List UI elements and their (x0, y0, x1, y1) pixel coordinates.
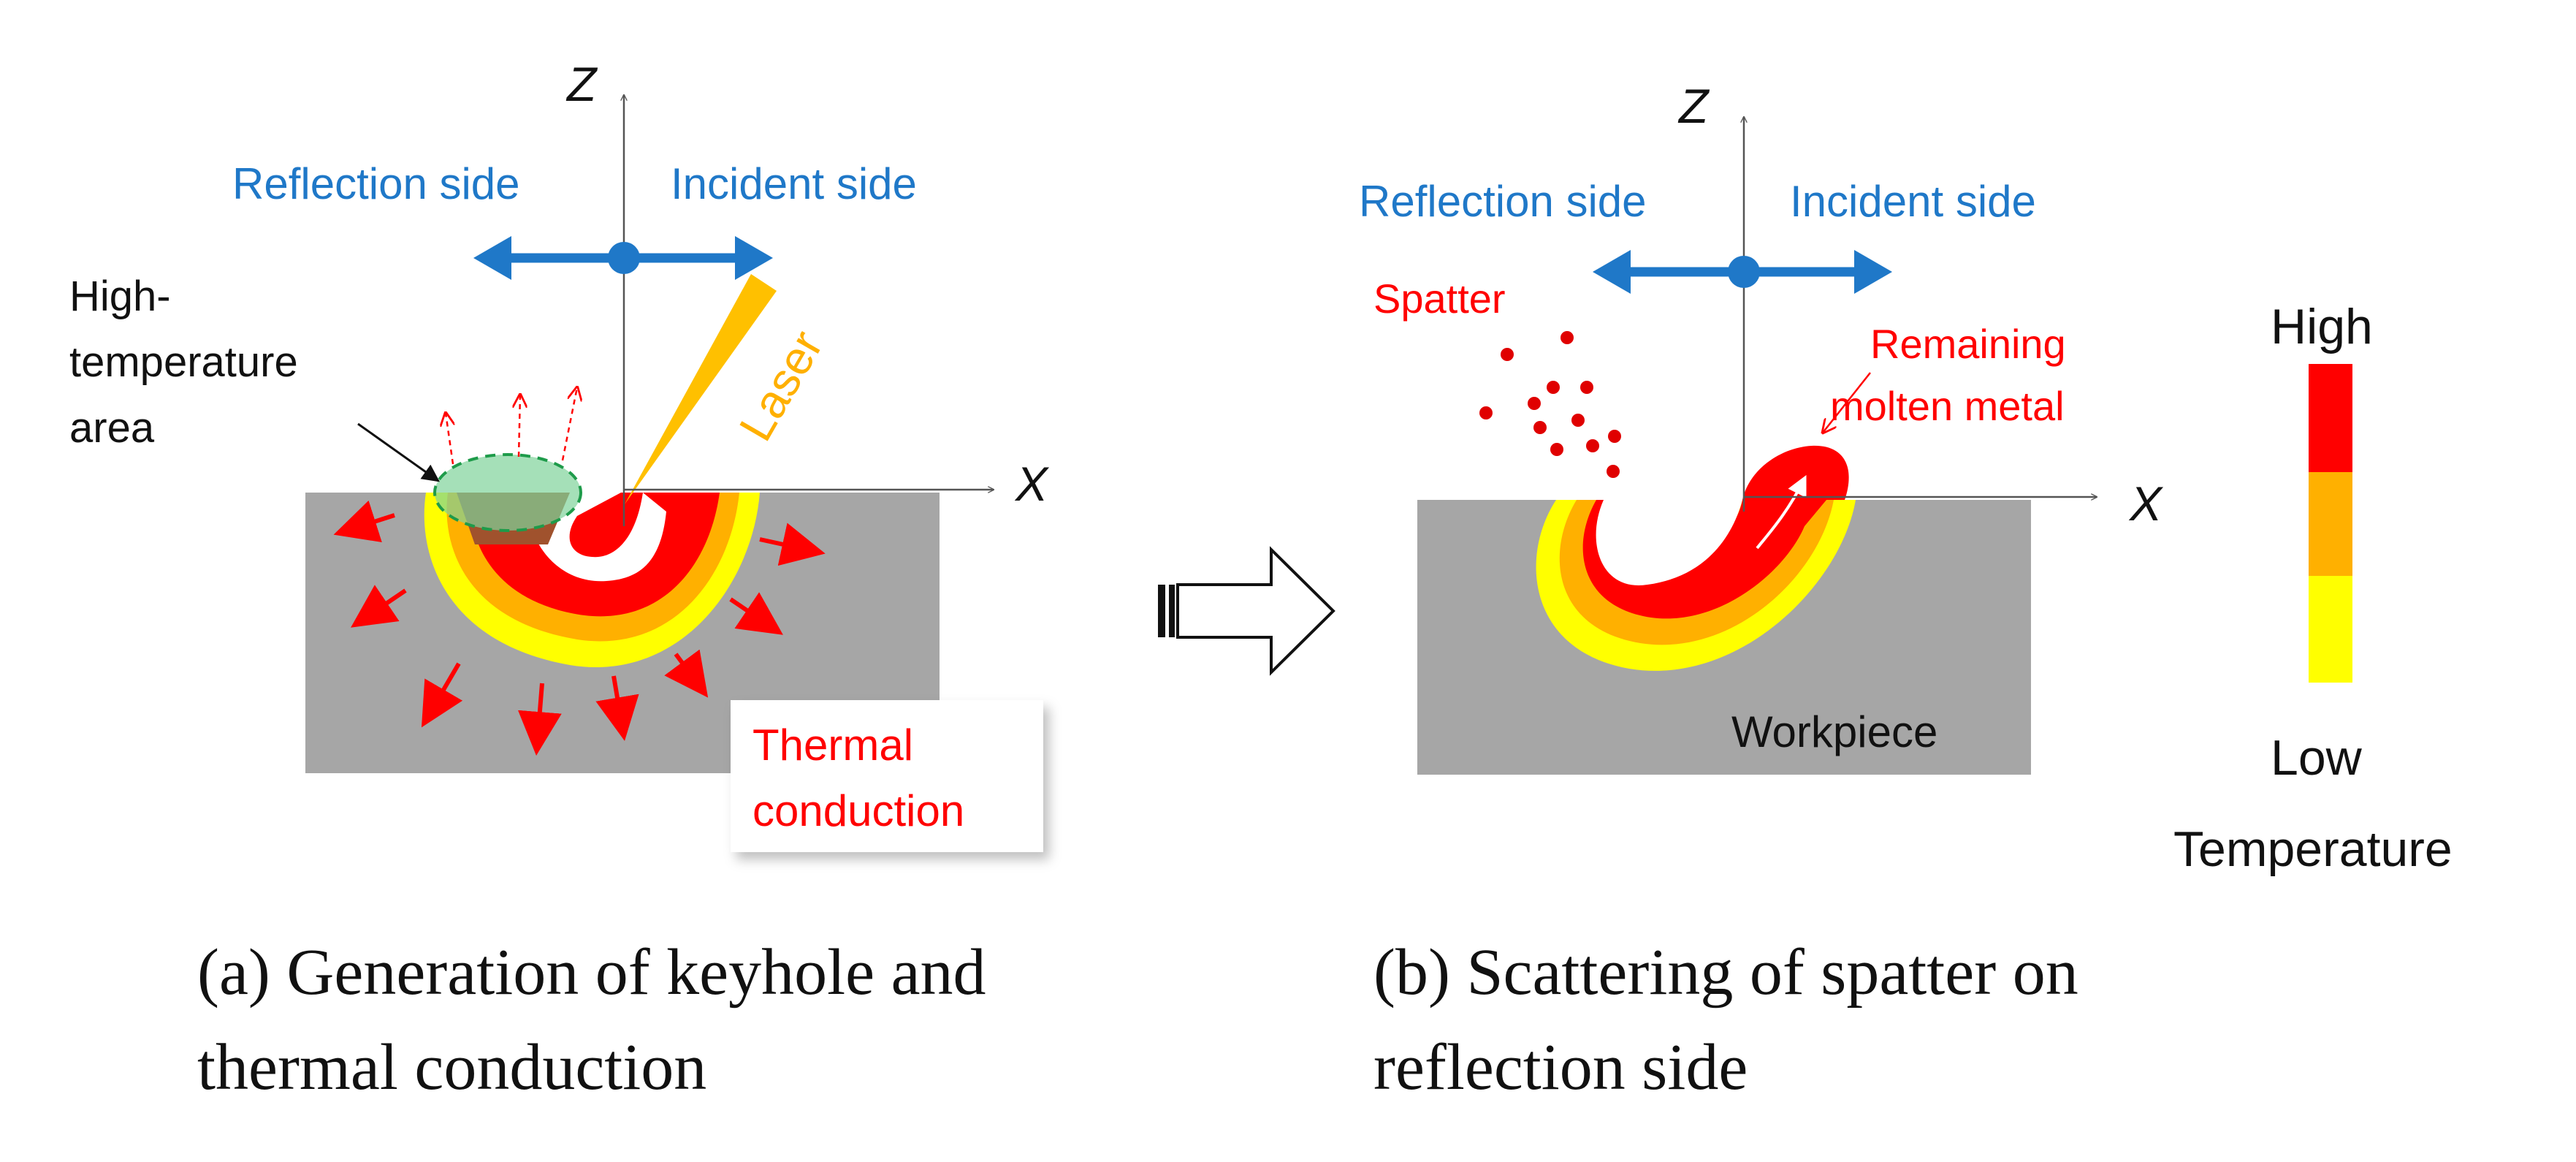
side-arrow-left-head-b (1593, 250, 1631, 294)
incident-side-label-a: Incident side (671, 159, 917, 208)
spatter-droplets (1479, 331, 1621, 478)
legend-hot-swatch (2309, 364, 2352, 472)
workpiece-label: Workpiece (1731, 707, 1937, 756)
side-arrow-left-head-a (473, 236, 511, 280)
caption-b: (b) Scattering of spatter on reflection … (1373, 936, 2095, 1104)
block-arrow-icon (1176, 546, 1335, 676)
temperature-legend: High Low Temperature (2173, 299, 2453, 877)
laser-label: Laser (729, 322, 833, 449)
thermal-conduction-box (731, 700, 1043, 852)
z-axis-label-b: Z (1677, 79, 1710, 133)
thermal-conduction-arrows (333, 500, 826, 756)
high-temperature-pointer (357, 422, 440, 482)
legend-warm-swatch (2309, 472, 2352, 576)
remaining-molten-label: Remaining molten metal (1830, 321, 2077, 429)
reflection-side-label-a: Reflection side (232, 159, 520, 208)
transition-arrow (1158, 546, 1335, 676)
caption-a: (a) Generation of keyhole and thermal co… (197, 936, 1002, 1104)
legend-temperature-label: Temperature (2173, 821, 2453, 877)
panel-a: Z X Reflection side Incident side Laser … (69, 57, 1050, 1104)
z-axis-label-a: Z (565, 57, 598, 111)
legend-low-label: Low (2271, 730, 2363, 786)
high-temperature-ellipse (433, 453, 582, 532)
remaining-molten-bulge (1742, 445, 1849, 500)
legend-high-label: High (2271, 299, 2373, 354)
remaining-molten-pointer (1823, 372, 1871, 433)
spatter-label: Spatter (1373, 276, 1506, 322)
laser-beam (625, 274, 777, 504)
side-arrow-right-head-a (735, 236, 773, 280)
side-arrow-right-head-b (1854, 250, 1892, 294)
incident-side-label-b: Incident side (1790, 177, 2036, 226)
side-arrow-origin-b (1728, 256, 1760, 288)
keyhole-b (1596, 500, 1742, 585)
panel-b: Z X Reflection side Incident side Spatte… (1359, 79, 2164, 1104)
x-axis-label-a: X (1014, 457, 1050, 511)
x-axis-label-b: X (2128, 476, 2164, 531)
high-temperature-label: High- temperature area (69, 273, 310, 452)
heat-rise-arrows (446, 387, 577, 465)
thermal-conduction-label: Thermal conduction (752, 721, 964, 835)
flow-arrow (1756, 474, 1807, 550)
side-arrow-origin-a (608, 242, 640, 274)
reflection-side-label-b: Reflection side (1359, 177, 1647, 226)
legend-cool-swatch (2309, 576, 2352, 683)
